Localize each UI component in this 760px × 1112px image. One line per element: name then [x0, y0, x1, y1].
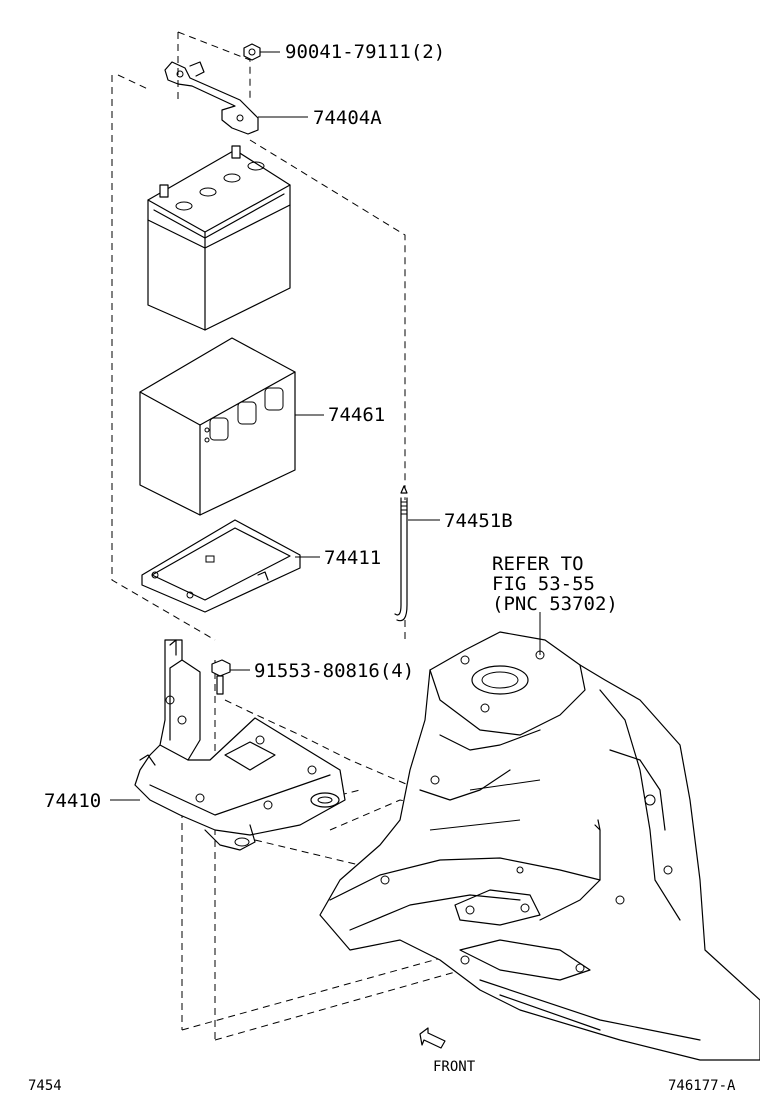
battery-carrier-part: [134, 639, 346, 851]
callout-nut-label: 90041-79111(2): [285, 41, 445, 63]
callout-carrier-label: 74410: [44, 790, 101, 812]
figure-code: 746177-A: [668, 1078, 736, 1094]
battery-clamp-part: [164, 61, 259, 135]
battery-part: [147, 145, 291, 331]
callout-insulator-label: 74461: [328, 404, 385, 426]
callout-rod-label: 74451B: [444, 510, 513, 532]
battery-insulator-part: [139, 337, 296, 516]
leader-lines: [110, 51, 541, 801]
reference-line-3: (PNC 53702): [492, 593, 618, 615]
assembly-dashed-lines: [111, 31, 481, 1041]
front-label: FRONT: [433, 1059, 476, 1075]
callout-tray-label: 74411: [324, 547, 381, 569]
battery-tray-part: [141, 519, 301, 613]
reference-line-1: REFER TO: [492, 553, 584, 575]
front-arrow-icon: [419, 1027, 446, 1049]
reference-line-2: FIG 53-55: [492, 573, 595, 595]
callout-clamp-label: 74404A: [313, 107, 382, 129]
vehicle-body-structure: [319, 631, 760, 1061]
callout-bolt-label: 91553-80816(4): [254, 660, 414, 682]
bolt-part: [211, 659, 231, 695]
page-code: 7454: [28, 1078, 62, 1094]
hold-down-rod-part: [394, 485, 408, 622]
nut-part: [243, 43, 261, 61]
